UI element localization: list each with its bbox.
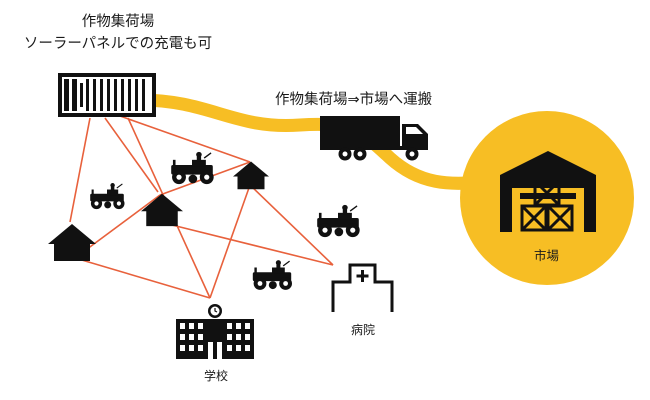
market-label: 市場 — [534, 248, 560, 263]
container-hub-icon — [58, 73, 156, 117]
hut-icon — [141, 193, 183, 227]
hub-title-line1: 作物集荷場 — [81, 14, 155, 30]
route-label: 作物集荷場⇒市場へ運搬 — [275, 92, 433, 108]
tractor-icon — [252, 259, 293, 291]
school-label: 学校 — [204, 369, 229, 383]
tractor-icon — [316, 204, 361, 238]
tractor-icon — [170, 151, 215, 185]
hut-icon — [48, 224, 96, 261]
hospital-label: 病院 — [351, 323, 376, 337]
warehouse-icon — [500, 151, 596, 232]
tractor-icon — [89, 182, 126, 210]
truck-icon — [320, 116, 428, 161]
school-icon — [176, 304, 254, 359]
hospital-icon — [331, 263, 394, 312]
hub-title-line2: ソーラーパネルでの充電も可 — [23, 36, 213, 52]
